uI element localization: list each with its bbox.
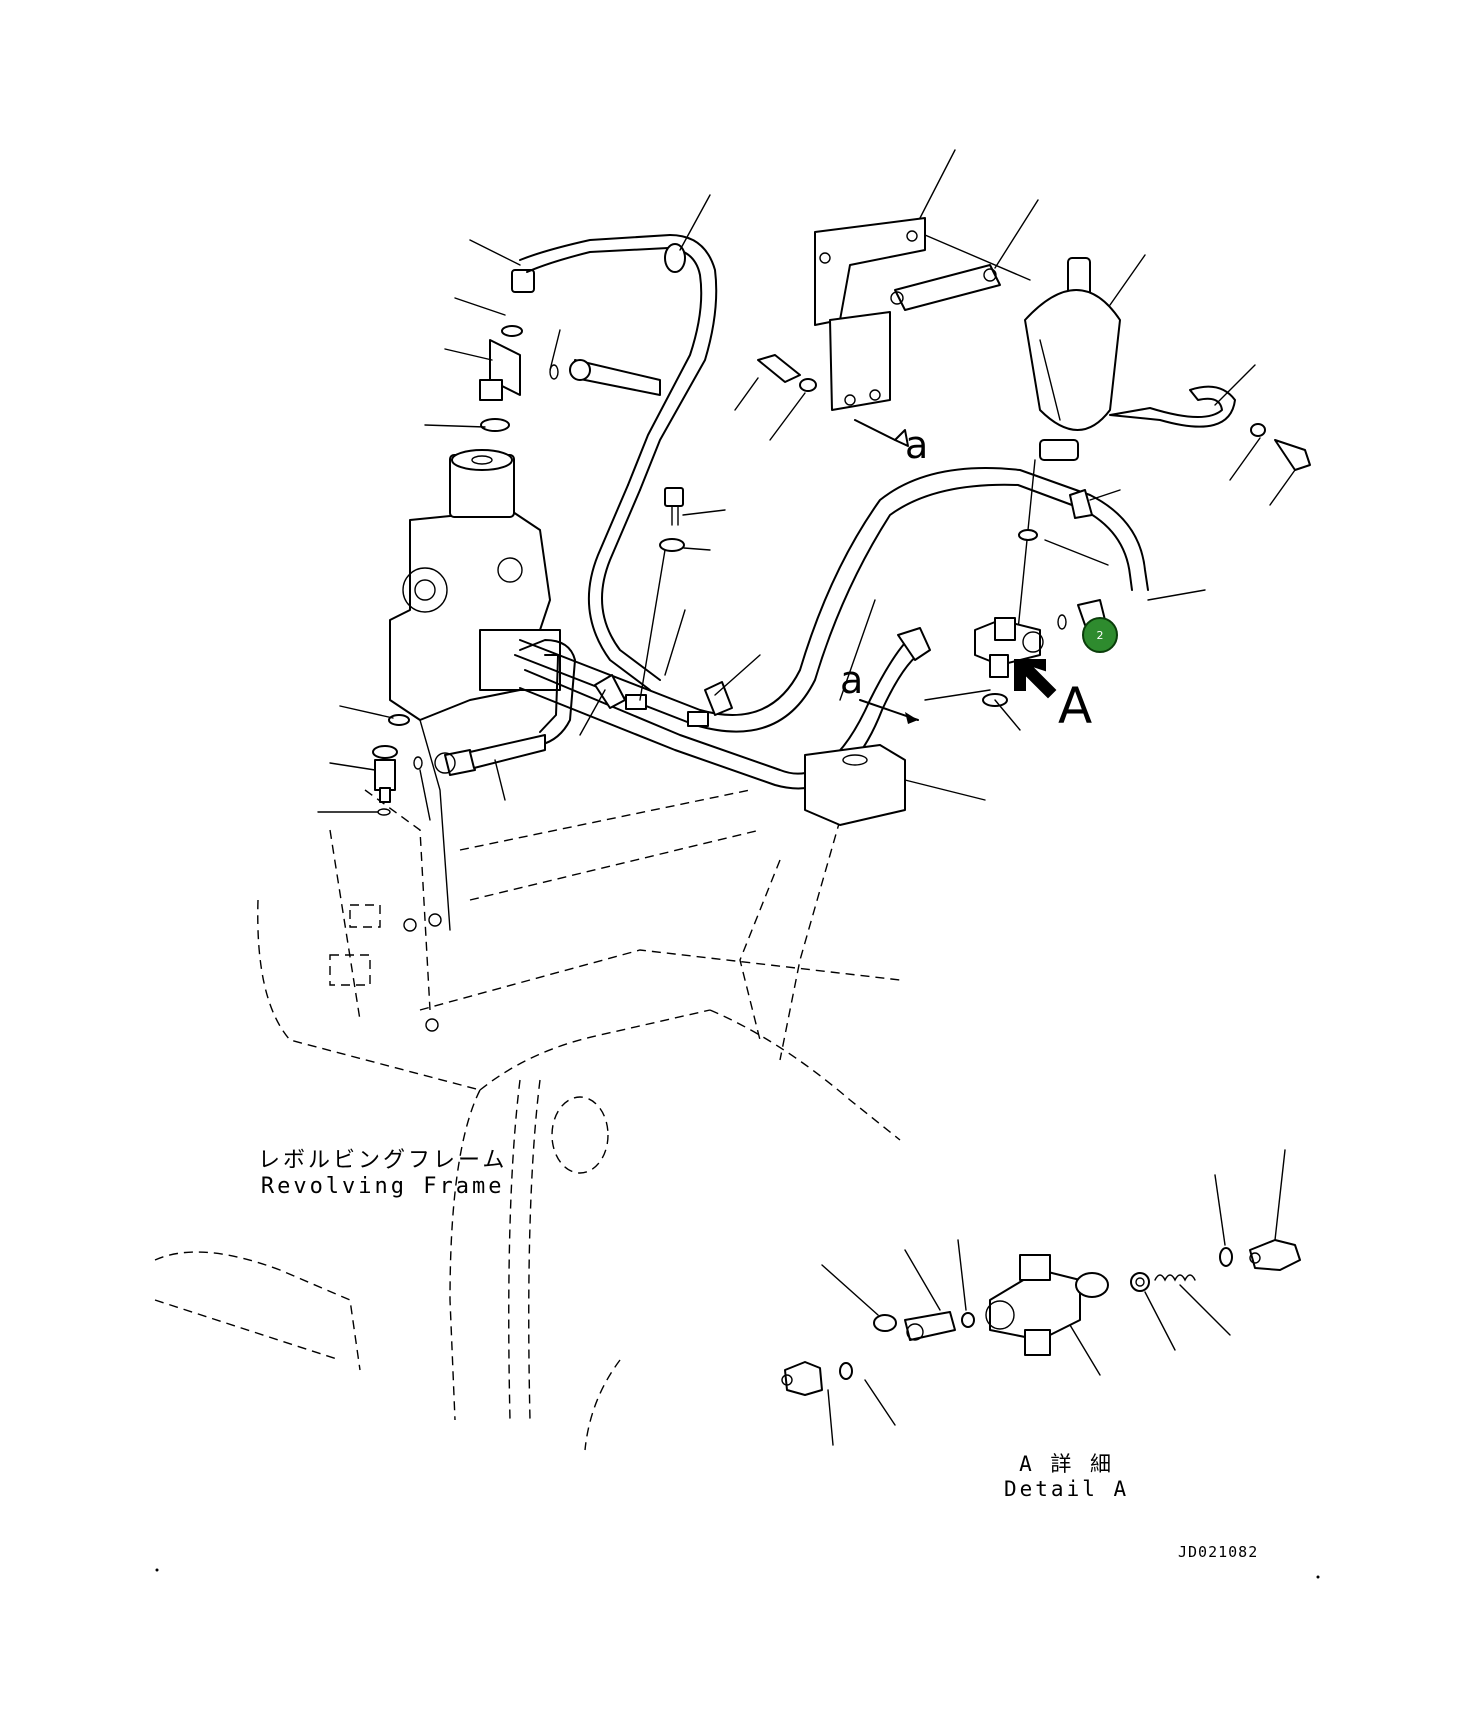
revolving-frame-outline	[154, 789, 901, 1451]
section-marker-a-upper: a	[905, 423, 929, 467]
accumulator	[1017, 254, 1146, 631]
junction-block	[804, 744, 986, 826]
revolving-frame-label: レボルビングフレーム Revolving Frame	[258, 1148, 507, 1201]
detail-a-exploded	[781, 1149, 1301, 1446]
view-arrow-a	[1014, 659, 1057, 699]
control-valve-block	[389, 449, 561, 931]
main-hose	[514, 467, 1206, 790]
corner-marks	[155, 1568, 1320, 1579]
part-callout-2[interactable]: 2	[1082, 617, 1118, 653]
detail-a-label: A 詳 細 Detail A	[1004, 1452, 1129, 1502]
mid-bolt	[639, 354, 817, 701]
section-marker-a-lower: a	[840, 658, 864, 702]
section-arrows	[859, 689, 991, 724]
drawing-code: JD021082	[1178, 1543, 1259, 1561]
revolving-frame-label-en: Revolving Frame	[260, 1174, 505, 1200]
view-marker-a: A	[1058, 677, 1093, 735]
upper-hose	[519, 194, 718, 691]
tee-fitting	[974, 599, 1106, 731]
upper-left-fittings	[424, 239, 661, 432]
clamp-band	[1109, 364, 1311, 506]
left-pipe	[317, 639, 606, 821]
mounting-brackets	[814, 149, 1039, 447]
detail-a-label-en: Detail A	[1004, 1477, 1130, 1502]
detail-a-label-ja: A 詳 細	[1019, 1452, 1115, 1476]
revolving-frame-label-ja: レボルビングフレーム	[258, 1148, 508, 1173]
